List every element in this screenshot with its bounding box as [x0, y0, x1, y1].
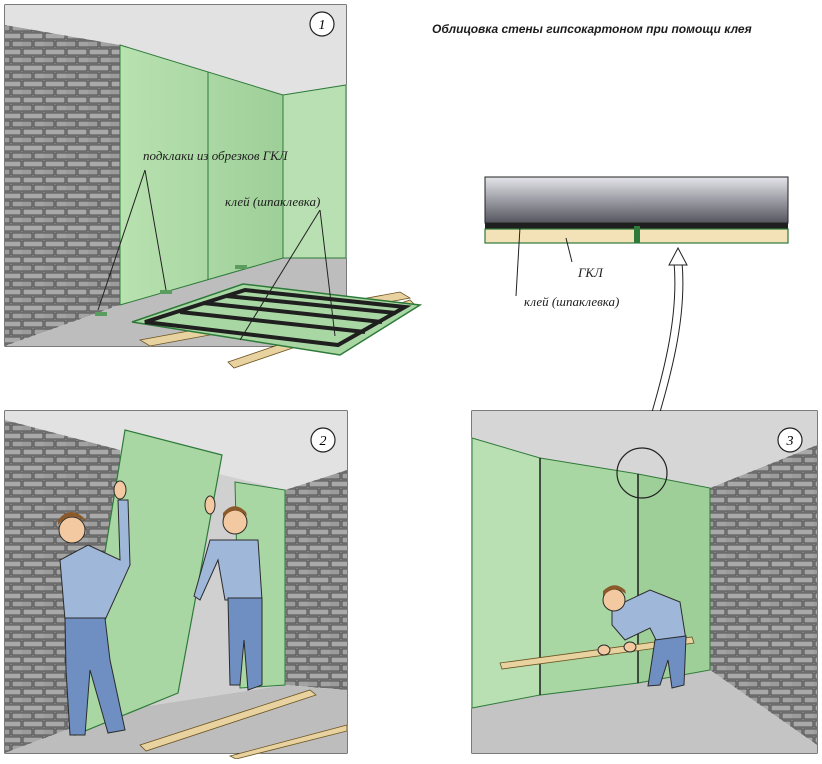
worker-1 [58, 480, 131, 736]
label-klei-panel1: клей (шпаклевка) [225, 194, 320, 209]
section-detail: ГКЛ клей (шпаклевка) [484, 176, 789, 461]
label-gkl: ГКЛ [577, 265, 604, 280]
brick-wall-left-1 [5, 25, 120, 346]
brick-wall-right-3 [710, 445, 817, 745]
worker-2 [193, 495, 263, 691]
panel-3-number: 3 [786, 434, 794, 449]
panel-1: 1 подклаки из обрезков ГКЛ клей (шпаклев… [4, 4, 423, 369]
ceiling-slab [484, 176, 789, 224]
page-title: Облицовка стены гипсокартоном при помощи… [432, 22, 752, 36]
brick-wall-right-2 [285, 470, 347, 690]
panel-1-number: 1 [319, 18, 326, 33]
worker-3 [597, 585, 687, 689]
panel-2-number: 2 [320, 434, 327, 449]
label-podkladki: подклаки из обрезков ГКЛ [143, 148, 289, 163]
panel-3: 3 [471, 410, 818, 754]
label-klei-detail: клей (шпаклевка) [524, 294, 619, 309]
panel-2: 2 [4, 410, 348, 760]
